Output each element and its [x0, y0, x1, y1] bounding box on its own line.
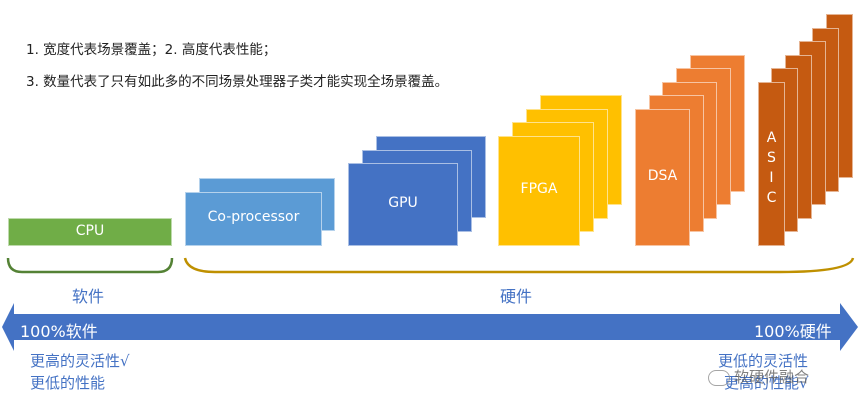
asic-letter: S	[767, 150, 776, 166]
asic-letter: I	[769, 170, 774, 186]
note-line-2: 3. 数量代表了只有如此多的不同场景处理器子类才能实现全场景覆盖。	[26, 74, 449, 90]
coprocessor-label: Co-processor	[207, 209, 300, 225]
gpu-label: GPU	[388, 195, 418, 211]
axis-left-label: 100%软件	[20, 322, 98, 341]
coprocessor-block-front	[185, 192, 322, 246]
axis-right-label: 100%硬件	[754, 322, 832, 341]
hardware-brace	[183, 257, 855, 274]
note-line-1: 1. 宽度代表场景覆盖；2. 高度代表性能；	[26, 42, 277, 58]
asic-label: A S I C	[758, 128, 785, 208]
right-trait-2: 更高的性能√	[724, 374, 809, 392]
cpu-label: CPU	[75, 223, 105, 239]
software-brace	[6, 257, 174, 274]
watermark-text: 软硬件融合	[734, 368, 810, 386]
software-hardware-spectrum-arrow	[2, 303, 858, 351]
asic-block-front	[758, 82, 785, 246]
dsa-block-front	[635, 109, 690, 246]
right-trait-1: 更低的灵活性	[718, 352, 809, 370]
fpga-block-front	[498, 136, 580, 246]
asic-letter: A	[766, 130, 777, 146]
fpga-label: FPGA	[520, 181, 558, 197]
group-braces	[6, 257, 855, 274]
software-group-label: 软件	[72, 287, 105, 306]
left-trait-1: 更高的灵活性√	[30, 352, 130, 370]
cpu-block	[8, 218, 172, 246]
wechat-icon	[708, 369, 730, 386]
gpu-block-front	[348, 163, 458, 246]
spectrum-arrow-shape	[2, 303, 858, 351]
asic-letter: C	[766, 190, 777, 206]
dsa-label: DSA	[647, 168, 678, 184]
hardware-group-label: 硬件	[500, 287, 533, 306]
watermark: 软硬件融合	[708, 366, 809, 387]
left-trait-2: 更低的性能	[30, 374, 106, 392]
